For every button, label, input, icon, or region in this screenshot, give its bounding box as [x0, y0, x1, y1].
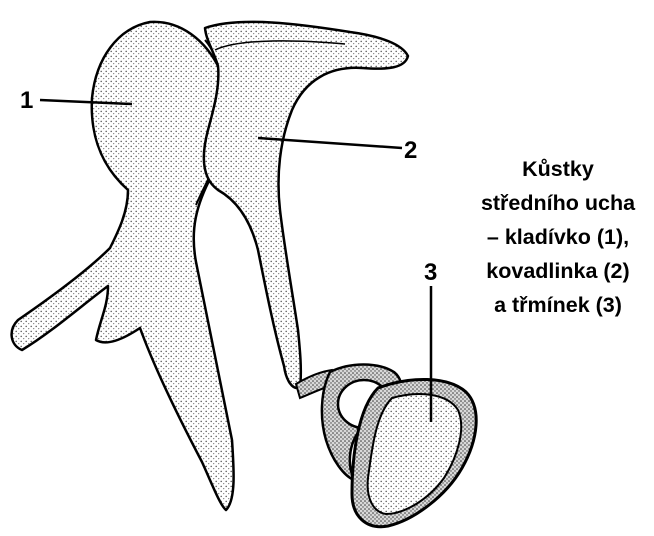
caption-line: – kladívko (1),: [468, 220, 648, 254]
caption-line: kovadlinka (2): [468, 254, 648, 288]
stapes-shape: [322, 365, 476, 527]
caption-line: Kůstky: [468, 152, 648, 186]
caption-line: a třmínek (3): [468, 288, 648, 322]
caption: Kůstky středního ucha – kladívko (1), ko…: [468, 152, 648, 322]
malleus-shape: [12, 22, 234, 510]
label-1: 1: [20, 87, 33, 114]
label-2: 2: [404, 137, 417, 164]
label-3: 3: [424, 259, 437, 286]
caption-line: středního ucha: [468, 186, 648, 220]
incus-shape: [204, 22, 408, 388]
